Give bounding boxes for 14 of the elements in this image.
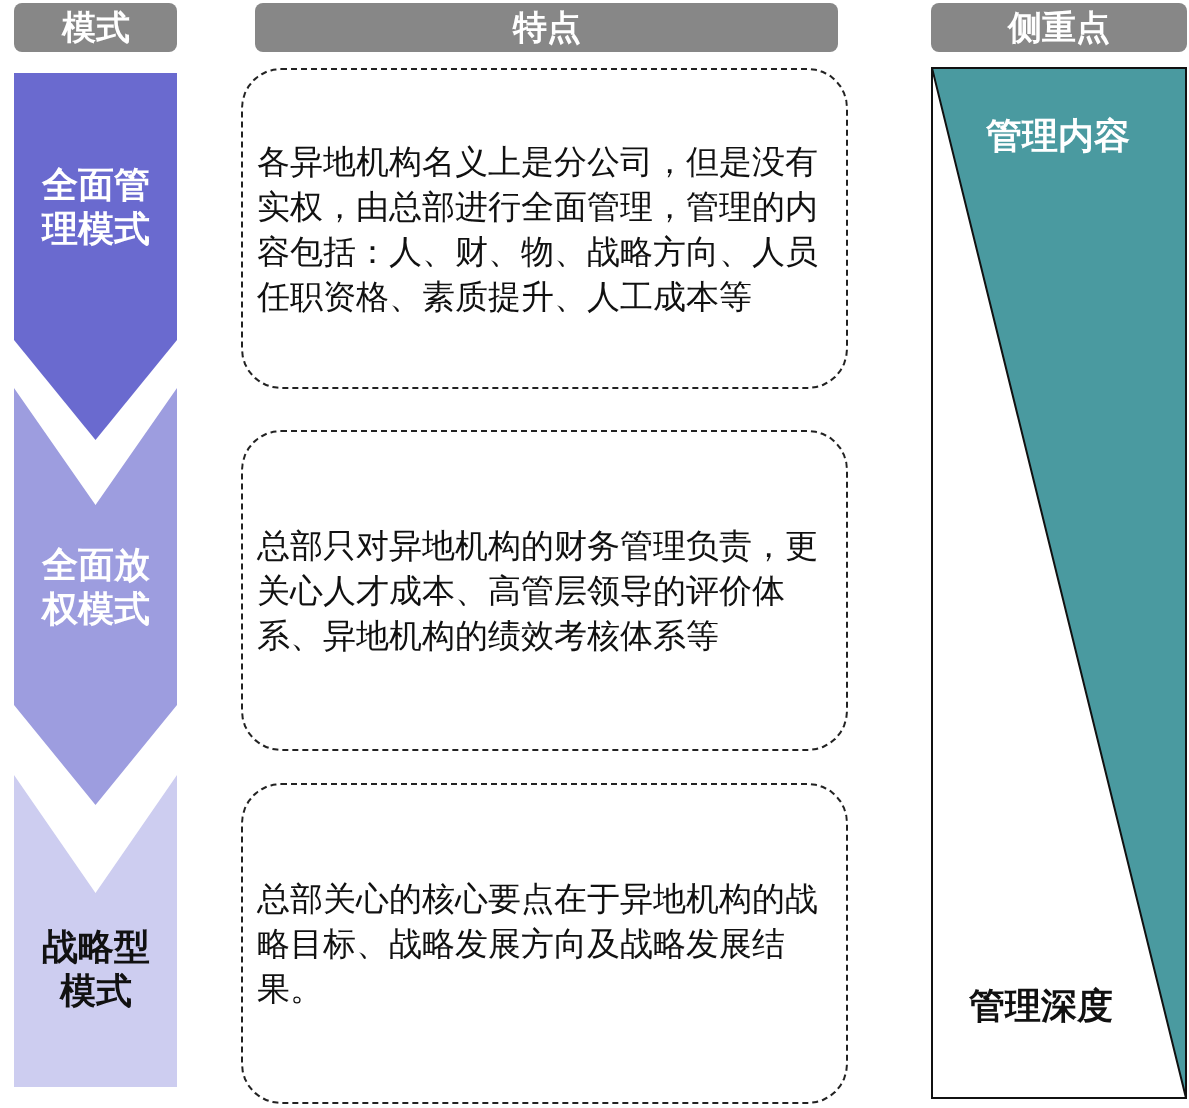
dashed-box (241, 68, 848, 389)
mode-label: 全面管理模式 (40, 163, 151, 251)
column-header: 特点 (255, 3, 838, 52)
mode-label: 战略型模式 (40, 925, 151, 1013)
description-text: 总部只对异地机构的财务管理负责，更关心人才成本、高管层领导的评价体系、异地机构的绩效考核体系等 (257, 525, 819, 657)
column-header: 模式 (14, 3, 177, 52)
column-header: 侧重点 (931, 3, 1187, 52)
mode-label: 全面放权模式 (40, 543, 151, 631)
dashed-box (241, 430, 848, 751)
description-text: 各异地机构名义上是分公司，但是没有实权，由总部进行全面管理，管理的内容包括：人、财、物、战略方向、人员任职资格、素质提升、人工成本等 (257, 140, 819, 318)
description-text: 总部关心的核心要点在于异地机构的战略目标、战略发展方向及战略发展结果。 (257, 878, 819, 1010)
dashed-box (241, 783, 848, 1104)
bottom-label: 管理深度 (969, 984, 1113, 1028)
top-label: 管理内容 (986, 114, 1130, 158)
